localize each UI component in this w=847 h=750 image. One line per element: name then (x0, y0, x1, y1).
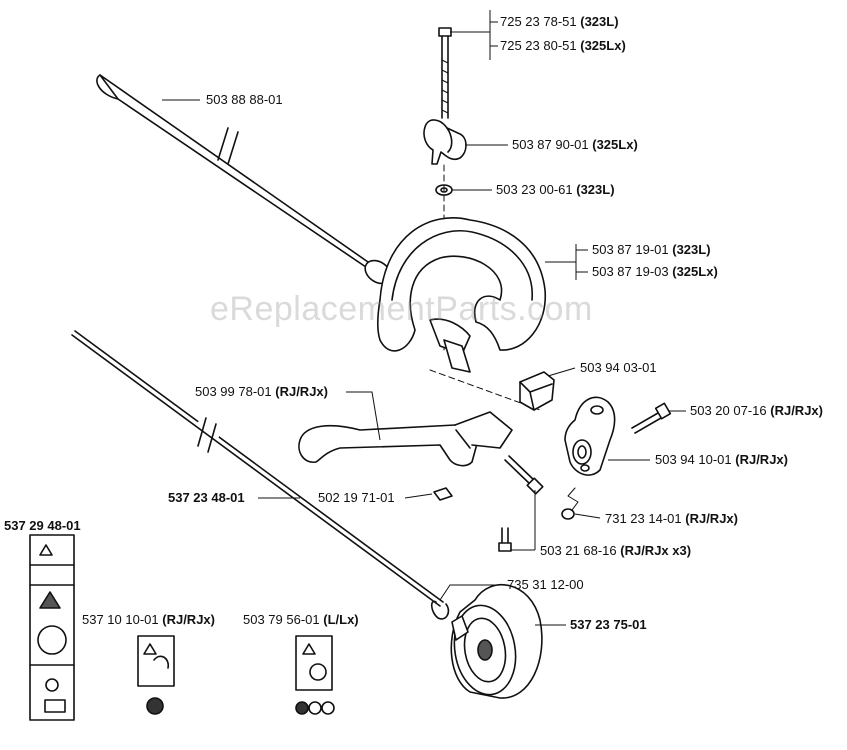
part-variant: (RJ/RJx) (735, 452, 788, 467)
part-variant: (RJ/RJx) (275, 384, 328, 399)
part-number: 503 94 03-01 (580, 360, 657, 375)
loop-handle-part (298, 411, 513, 467)
label-square-nut: 502 19 71-01 (318, 490, 395, 506)
part-number: 503 94 10-01 (655, 452, 732, 467)
handle-part (376, 217, 546, 373)
square-nut-part (433, 487, 453, 501)
part-variant: (323L) (580, 14, 619, 29)
screw-right-part (631, 402, 672, 434)
part-number: 503 87 90-01 (512, 137, 589, 152)
part-number: 503 87 19-01 (592, 242, 669, 257)
decal-l-part (295, 635, 335, 715)
label-washer: 503 23 00-61 (323L) (496, 182, 615, 198)
label-decal-sheet: 537 29 48-01 (4, 518, 81, 534)
part-number: 537 29 48-01 (4, 518, 81, 533)
label-screw-right: 503 20 07-16 (RJ/RJx) (690, 403, 823, 419)
part-number: 537 23 48-01 (168, 490, 245, 505)
part-number: 503 20 07-16 (690, 403, 767, 418)
label-screws: 503 21 68-16 (RJ/RJx x3) (540, 543, 691, 559)
part-number: 725 23 78-51 (500, 14, 577, 29)
part-variant: (323L) (576, 182, 615, 197)
part-number: 503 99 78-01 (195, 384, 272, 399)
part-number: 503 79 56-01 (243, 612, 320, 627)
part-number: 537 10 10-01 (82, 612, 159, 627)
part-number: 735 31 12-00 (507, 577, 584, 592)
label-bolt-b: 725 23 80-51 (325Lx) (500, 38, 626, 54)
part-variant: (RJ/RJx) (162, 612, 215, 627)
knob-part (423, 119, 467, 165)
label-bracket: 503 94 10-01 (RJ/RJx) (655, 452, 788, 468)
label-loop-handle: 503 99 78-01 (RJ/RJx) (195, 384, 328, 400)
label-clip: 735 31 12-00 (507, 577, 584, 593)
part-variant: (RJ/RJx) (685, 511, 738, 526)
label-shaft: 537 23 48-01 (168, 490, 245, 506)
screws-part (498, 455, 544, 552)
bracket-part (564, 396, 616, 476)
label-bolt-a: 725 23 78-51 (323L) (500, 14, 619, 30)
watermark: eReplacementParts.com (210, 290, 593, 328)
part-variant: (325Lx) (672, 264, 718, 279)
label-drum: 537 23 75-01 (570, 617, 647, 633)
label-decal-l: 503 79 56-01 (L/Lx) (243, 612, 359, 628)
label-clamp: 503 94 03-01 (580, 360, 657, 376)
decal-rj-part (137, 635, 175, 715)
nut-part (561, 487, 579, 520)
part-number: 503 87 19-03 (592, 264, 669, 279)
bolt-part (438, 27, 452, 119)
drum-part (450, 584, 543, 699)
clamp-part (519, 371, 555, 411)
label-nut: 731 23 14-01 (RJ/RJx) (605, 511, 738, 527)
clip-part (430, 600, 450, 620)
part-number: 537 23 75-01 (570, 617, 647, 632)
part-number: 731 23 14-01 (605, 511, 682, 526)
label-tube: 503 88 88-01 (206, 92, 283, 108)
label-handle-a: 503 87 19-01 (323L) (592, 242, 711, 258)
part-variant: (323L) (672, 242, 711, 257)
part-number: 725 23 80-51 (500, 38, 577, 53)
part-variant: (RJ/RJx x3) (620, 543, 692, 558)
label-decal-rj: 537 10 10-01 (RJ/RJx) (82, 612, 215, 628)
label-knob: 503 87 90-01 (325Lx) (512, 137, 638, 153)
part-variant: (RJ/RJx) (770, 403, 823, 418)
drive-shaft-part (71, 330, 444, 607)
part-variant: (L/Lx) (323, 612, 359, 627)
part-number: 503 88 88-01 (206, 92, 283, 107)
part-variant: (325Lx) (592, 137, 638, 152)
part-number: 503 21 68-16 (540, 543, 617, 558)
part-number: 502 19 71-01 (318, 490, 395, 505)
label-handle-b: 503 87 19-03 (325Lx) (592, 264, 718, 280)
part-number: 503 23 00-61 (496, 182, 573, 197)
decal-sheet-part (29, 534, 75, 721)
part-variant: (325Lx) (580, 38, 626, 53)
